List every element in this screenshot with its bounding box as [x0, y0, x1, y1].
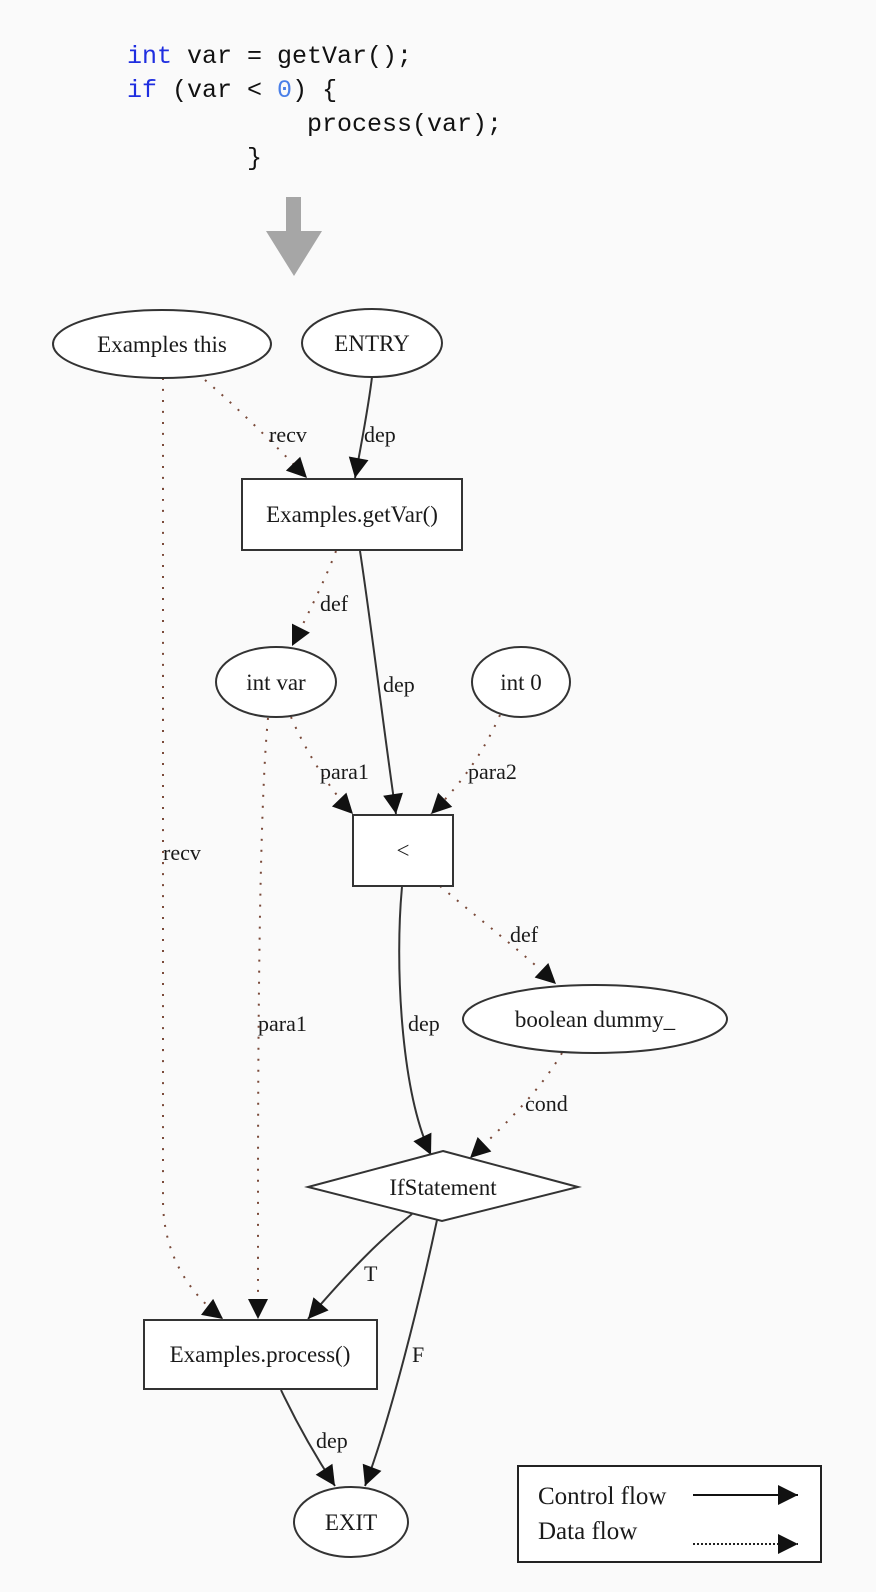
- code-token: ) {: [292, 76, 338, 105]
- edge-label: def: [510, 922, 539, 947]
- edge-label: recv: [269, 422, 307, 447]
- node-less-than: <: [352, 814, 454, 887]
- edge-label: T: [364, 1261, 378, 1286]
- edge-label: cond: [525, 1091, 568, 1116]
- node-examples-this: Examples this: [52, 309, 272, 379]
- node-if-statement: IfStatement: [304, 1149, 582, 1223]
- edge-label: dep: [408, 1011, 440, 1036]
- edge-dep-getvar-lt: [359, 550, 403, 815]
- legend-data-label: Data flow: [538, 1518, 637, 1545]
- edge-label: para1: [320, 759, 369, 784]
- edge-label: dep: [383, 672, 415, 697]
- node-label: int 0: [500, 670, 542, 695]
- code-keyword: int: [127, 42, 173, 71]
- node-label: Examples.process(): [170, 1342, 351, 1367]
- code-line: process(var);: [127, 108, 502, 142]
- legend-control-label: Control flow: [538, 1483, 666, 1510]
- edge-para2-int0-lt: [430, 714, 501, 815]
- code-line: if (var < 0) {: [127, 74, 502, 108]
- code-keyword: if: [127, 76, 158, 105]
- node-label: Examples.getVar(): [266, 502, 438, 527]
- edge-def-lt-dummy: [439, 885, 557, 985]
- node-int-var: int var: [215, 646, 337, 718]
- edges-layer: [161, 376, 563, 1487]
- node-exit: EXIT: [293, 1486, 409, 1558]
- node-label: IfStatement: [389, 1175, 497, 1200]
- edge-dep-lt-ifstmt: [398, 886, 432, 1156]
- source-code: int var = getVar();if (var < 0) { proces…: [127, 40, 502, 176]
- edge-label: recv: [163, 840, 201, 865]
- node-label: boolean dummy_: [515, 1007, 676, 1032]
- code-token: process(var);: [127, 110, 503, 139]
- edge-dep-entry-getvar: [348, 376, 373, 479]
- node-entry: ENTRY: [301, 308, 443, 378]
- edge-cond-dummy-ifstmt: [469, 1052, 563, 1159]
- edge-labels: recv dep def dep para1 para2 recv para1 …: [163, 422, 568, 1453]
- edge-para1-intvar-lt: [290, 716, 354, 815]
- node-label: ENTRY: [334, 331, 410, 356]
- edge-label: para2: [468, 759, 517, 784]
- node-label: int var: [246, 670, 306, 695]
- legend: Control flow Data flow: [517, 1465, 822, 1563]
- node-int-0: int 0: [471, 646, 571, 718]
- edge-T-ifstmt-process: [307, 1213, 413, 1320]
- code-token: var = getVar();: [172, 42, 413, 71]
- edge-dep-process-exit: [280, 1389, 336, 1487]
- code-line: int var = getVar();: [127, 40, 502, 74]
- edge-label: F: [412, 1342, 424, 1367]
- code-number: 0: [277, 76, 293, 105]
- edge-label: def: [320, 591, 349, 616]
- code-token: (var <: [157, 76, 278, 105]
- edge-label: para1: [258, 1011, 307, 1036]
- edge-label: dep: [364, 422, 396, 447]
- code-line: }: [127, 142, 502, 176]
- node-label: Examples this: [97, 332, 227, 357]
- node-getvar: Examples.getVar(): [241, 478, 463, 551]
- node-label: EXIT: [325, 1510, 377, 1535]
- transform-arrow-icon: [266, 197, 322, 276]
- edge-label: dep: [316, 1428, 348, 1453]
- edge-F-ifstmt-exit: [362, 1219, 438, 1487]
- node-label: <: [397, 838, 410, 863]
- code-token: }: [127, 144, 263, 173]
- node-process: Examples.process(): [143, 1319, 378, 1390]
- node-boolean-dummy: boolean dummy_: [462, 984, 728, 1054]
